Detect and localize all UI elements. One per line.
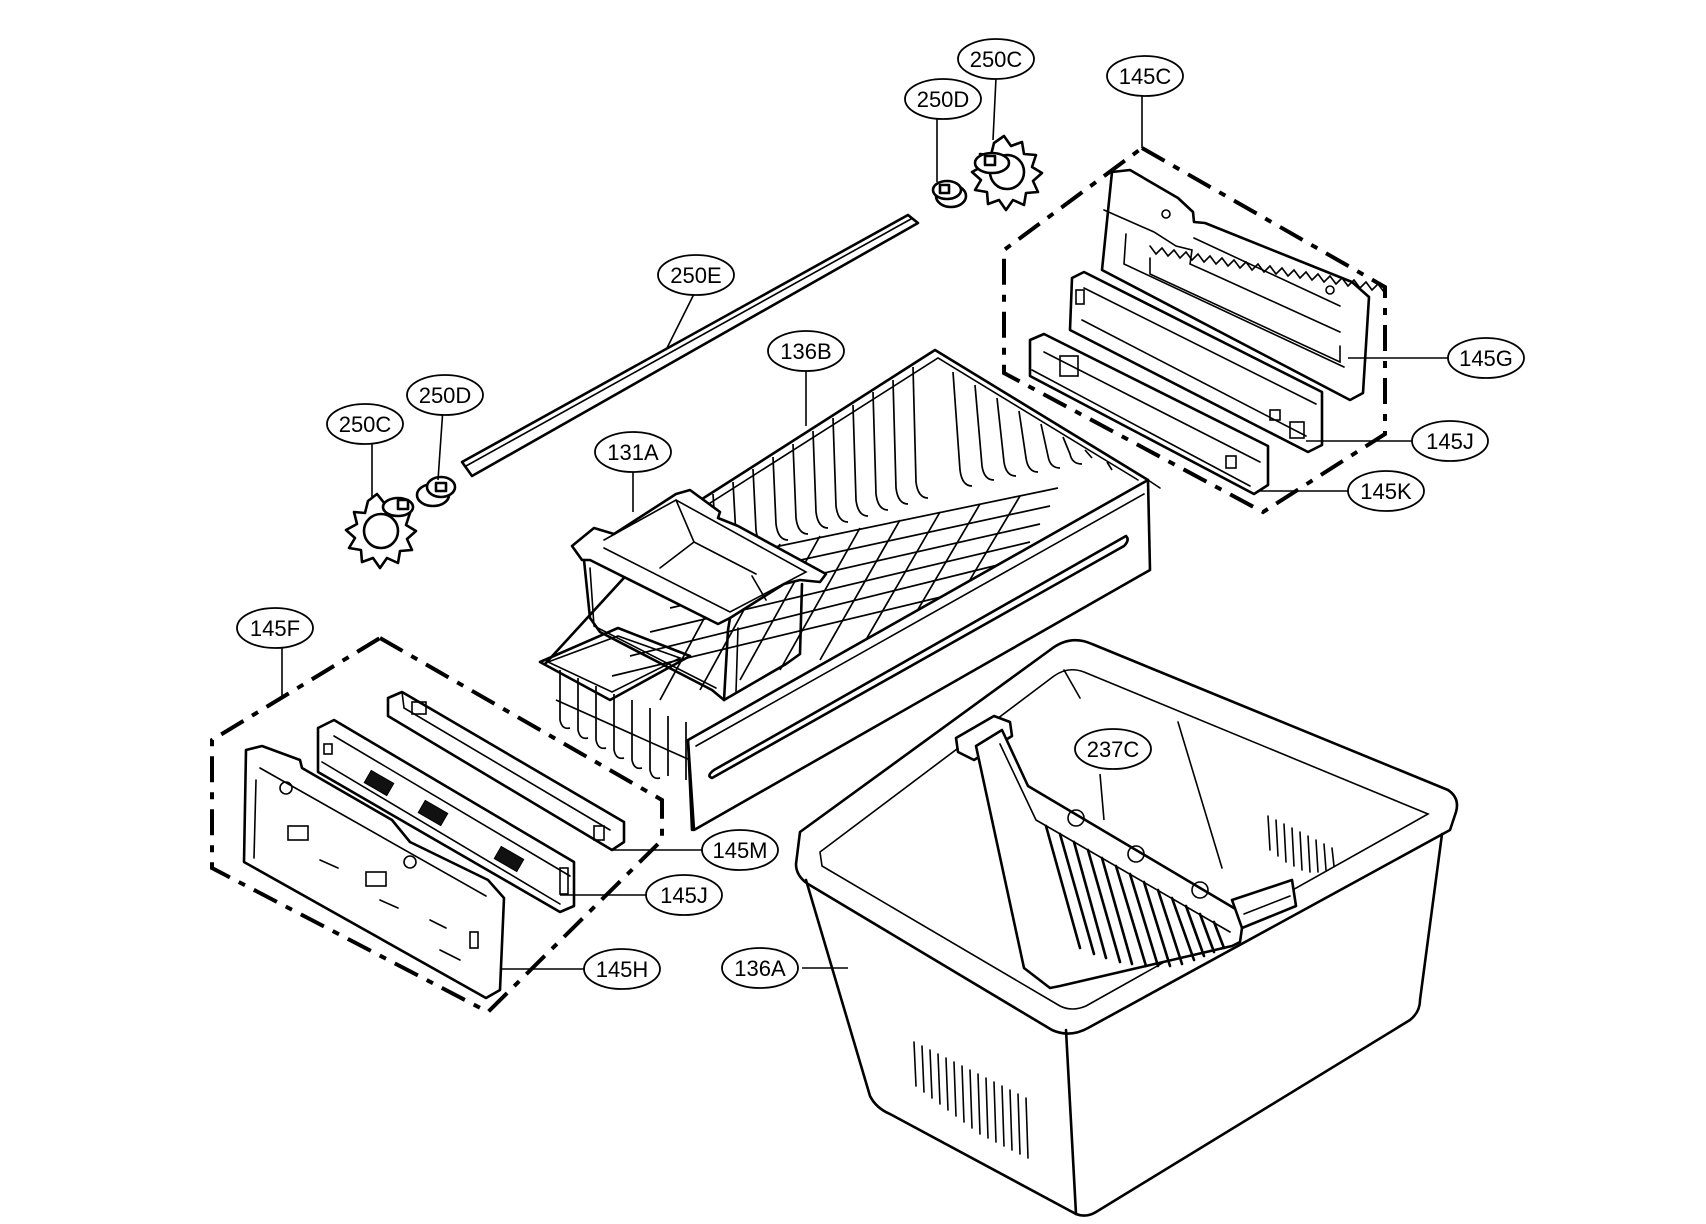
callout-250d-top: 250D [904,78,982,120]
wire-basket-136b [538,348,1161,832]
svg-text:250D: 250D [419,383,472,408]
cap-250d-top [931,179,968,209]
callout-145h: 145H [583,948,661,990]
svg-text:237C: 237C [1087,737,1140,762]
svg-text:136B: 136B [780,339,831,364]
callout-237c: 237C [1074,728,1152,770]
vent-slots-back [1267,815,1335,873]
callout-145g: 145G [1447,337,1525,379]
wire-rack-lower [538,626,692,780]
gear-250c-top [970,134,1044,212]
basket-front-panel [686,478,1161,832]
svg-text:145J: 145J [660,883,708,908]
svg-text:250C: 250C [970,47,1023,72]
bracket-145g [1100,168,1385,402]
rail-145m-left [386,690,626,852]
callout-145j-right: 145J [1411,420,1489,462]
svg-text:145J: 145J [1426,429,1474,454]
callout-145c: 145C [1106,55,1184,97]
bracket-145h [242,744,506,1000]
small-bin-131a [570,488,828,702]
rod-250e [460,213,920,478]
svg-text:250C: 250C [339,412,392,437]
callout-136b: 136B [767,330,845,372]
callout-250c-left: 250C [326,403,404,445]
svg-text:131A: 131A [607,440,659,465]
svg-text:145H: 145H [596,957,649,982]
svg-text:145K: 145K [1360,479,1412,504]
divider-237c [954,714,1298,990]
gear-250c-left [344,492,418,570]
callout-250c-top: 250C [957,38,1035,80]
vent-slots-front [913,1041,1029,1159]
callout-145f: 145F [236,607,314,649]
rail-145j-left [316,718,576,914]
svg-text:145C: 145C [1119,64,1172,89]
leader-lines [281,77,1448,970]
cap-250d-left [415,475,457,508]
svg-text:250E: 250E [670,263,721,288]
callout-145m: 145M [701,829,779,871]
rail-145j-right [1068,270,1324,454]
rail-group-145c [1002,146,1387,515]
rail-group-145f [210,636,664,1015]
rail-145k-right [1028,332,1270,496]
callout-145j-left: 145J [645,874,723,916]
svg-text:145M: 145M [712,838,767,863]
callout-250d-left: 250D [406,374,484,416]
callout-145k: 145K [1347,470,1425,512]
callout-136a: 136A [721,947,799,989]
callout-250e: 250E [657,254,735,296]
callout-131a: 131A [594,431,672,473]
svg-text:145G: 145G [1459,346,1513,371]
svg-text:136A: 136A [734,956,786,981]
svg-text:145F: 145F [250,616,300,641]
svg-text:250D: 250D [917,87,970,112]
